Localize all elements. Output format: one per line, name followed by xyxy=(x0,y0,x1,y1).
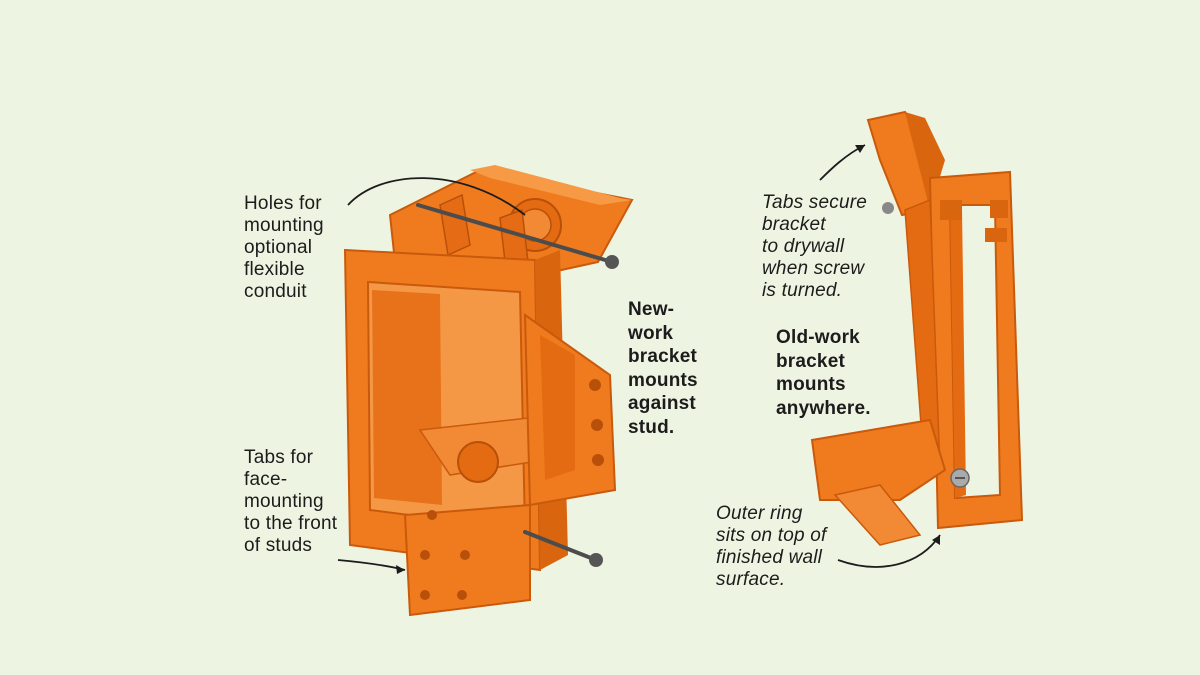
leader-secure-tabs xyxy=(819,144,866,181)
new-work-bracket-image xyxy=(343,165,634,617)
callout-face-mount-tabs: Tabs for face- mounting to the front of … xyxy=(244,447,338,556)
callout-outer-ring: Outer ring sits on top of finished wall … xyxy=(716,503,827,590)
leader-holes xyxy=(347,177,526,216)
old-work-bracket-image xyxy=(810,110,1024,546)
callout-secure-tabs: Tabs secure bracket to drywall when scre… xyxy=(762,192,868,301)
callout-conduit-holes: Holes for mounting optional flexible con… xyxy=(244,193,324,302)
old-work-bracket-title: Old-work bracket mounts anywhere. xyxy=(776,327,871,419)
leader-face-tabs xyxy=(337,559,406,571)
new-work-bracket-title: New- work bracket mounts against stud. xyxy=(628,299,698,438)
leader-outer-ring xyxy=(837,534,941,568)
